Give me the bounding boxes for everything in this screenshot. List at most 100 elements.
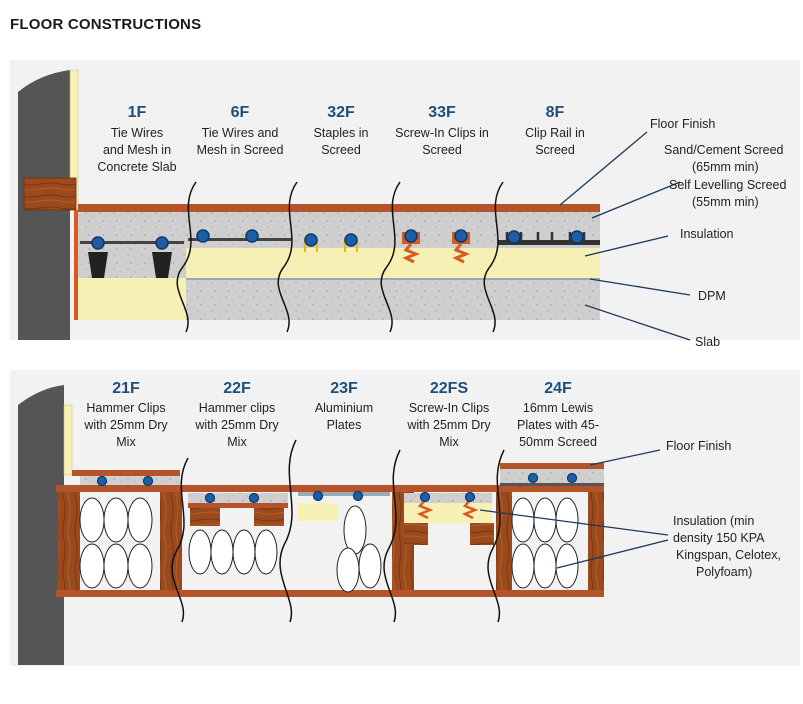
desc-32f-line2: Screed	[321, 143, 361, 157]
top-dpm-layer	[78, 278, 600, 280]
top-label-self-levelling-line1: Self Levelling Screed	[669, 178, 786, 192]
bottom-base-rail	[56, 590, 604, 597]
desc-6f-line2: Mesh in Screed	[197, 143, 284, 157]
desc-23f-line1: Aluminium	[315, 401, 373, 415]
desc-8f-line1: Clip Rail in	[525, 126, 585, 140]
bottom-label-insulation-line2: density 150 KPA	[673, 531, 765, 545]
desc-24f-line2: Plates with 45-	[517, 418, 599, 432]
bottom-top-rail	[56, 485, 604, 492]
bottom-label-insulation-line3: Kingspan, Celotex,	[676, 548, 781, 562]
bottom-construction-24f: 24F 16mm Lewis Plates with 45- 50mm Scre…	[517, 380, 599, 449]
bottom-22fs-screw-clips	[416, 491, 479, 520]
desc-22f-line3: Mix	[227, 435, 247, 449]
bottom-22f-batten-left	[190, 508, 220, 526]
top-section: 1F Tie Wires and Mesh in Concrete Slab 6…	[10, 60, 800, 349]
bottom-24f-screed	[500, 469, 604, 483]
bottom-23f-plate	[298, 492, 390, 496]
bottom-24f-lewis-plate	[500, 483, 604, 486]
bottom-22f-pipes	[204, 492, 260, 504]
bottom-21f-board	[72, 470, 180, 476]
top-label-dpm: DPM	[698, 289, 726, 303]
bottom-21f-drymix	[80, 476, 180, 485]
top-construction-6f: 6F Tie Wires and Mesh in Screed	[197, 104, 284, 157]
top-1f-chairs	[88, 252, 172, 278]
top-break-lines	[176, 181, 504, 333]
desc-22f-line1: Hammer clips	[199, 401, 275, 415]
bottom-label-floor-finish: Floor Finish	[666, 439, 731, 453]
code-21f: 21F	[112, 380, 140, 397]
code-23f: 23F	[330, 380, 358, 397]
top-1f-mesh	[80, 241, 184, 244]
desc-21f-line1: Hammer Clips	[86, 401, 165, 415]
desc-21f-line3: Mix	[116, 435, 136, 449]
bottom-22fs-insulation-block	[404, 503, 492, 523]
bottom-construction-23f: 23F Aluminium Plates	[315, 380, 373, 432]
code-22f: 22F	[223, 380, 251, 397]
top-label-self-levelling-line2: (55mm min)	[692, 195, 759, 209]
code-33f: 33F	[428, 104, 456, 121]
bottom-21f-pipes	[96, 475, 154, 487]
bottom-label-insulation-line4: Polyfoam)	[696, 565, 752, 579]
desc-32f-line1: Staples in	[314, 126, 369, 140]
desc-33f-line1: Screw-In Clips in	[395, 126, 489, 140]
wall-top	[18, 69, 80, 340]
code-22fs: 22FS	[430, 380, 469, 397]
desc-23f-line2: Plates	[327, 418, 362, 432]
desc-33f-line2: Screed	[422, 143, 462, 157]
code-1f: 1F	[128, 104, 147, 121]
desc-22fs-line3: Mix	[439, 435, 459, 449]
bottom-22fs-batten-left	[404, 523, 428, 545]
top-33f-screw-clips	[402, 229, 471, 264]
bottom-section: 21F Hammer Clips with 25mm Dry Mix 22F H…	[10, 370, 800, 666]
bottom-23f-insulation-block	[298, 503, 338, 521]
bottom-24f-floor-finish	[500, 463, 604, 469]
bottom-22fs-batten-right	[470, 523, 494, 545]
desc-1f-line3: Concrete Slab	[97, 160, 176, 174]
code-6f: 6F	[231, 104, 250, 121]
bottom-construction-21f: 21F Hammer Clips with 25mm Dry Mix	[83, 380, 168, 449]
bottom-insulation-batts	[79, 497, 579, 593]
bottom-22fs-drymix	[404, 493, 492, 503]
top-1f-insulation	[78, 278, 186, 320]
bottom-label-insulation-line1: Insulation (min	[673, 514, 754, 528]
desc-22fs-line2: with 25mm Dry	[406, 418, 491, 432]
desc-6f-line1: Tie Wires and	[202, 126, 279, 140]
desc-21f-line2: with 25mm Dry	[83, 418, 168, 432]
bottom-construction-22fs: 22FS Screw-In Clips with 25mm Dry Mix	[406, 380, 491, 449]
top-label-floor-finish: Floor Finish	[650, 117, 715, 131]
top-label-screed-line2: (65mm min)	[692, 160, 759, 174]
page-title: FLOOR CONSTRUCTIONS	[10, 16, 202, 33]
desc-24f-line3: 50mm Screed	[519, 435, 597, 449]
top-6f-mesh	[188, 238, 292, 241]
bottom-23f-pipes	[312, 490, 364, 502]
top-6f-pipes	[196, 229, 259, 243]
wall-bottom	[18, 385, 73, 665]
bottom-construction-22f: 22F Hammer clips with 25mm Dry Mix	[194, 380, 279, 449]
top-1f-pipes	[91, 236, 169, 250]
desc-24f-line1: 16mm Lewis	[523, 401, 593, 415]
top-floor-finish	[78, 204, 600, 212]
code-8f: 8F	[546, 104, 565, 121]
top-leader-lines	[559, 131, 691, 341]
bottom-leader-lines	[479, 449, 669, 569]
top-8f-clip-rail	[498, 230, 600, 245]
code-24f: 24F	[544, 380, 572, 397]
bottom-22f-drymix	[188, 493, 288, 503]
top-32f-staples	[304, 233, 358, 252]
top-label-insulation: Insulation	[680, 227, 734, 241]
code-32f: 32F	[327, 104, 355, 121]
desc-22f-line2: with 25mm Dry	[194, 418, 279, 432]
top-construction-33f: 33F Screw-In Clips in Screed	[395, 104, 489, 157]
bottom-22f-batten-right	[254, 508, 284, 526]
desc-1f-line1: Tie Wires	[111, 126, 163, 140]
bottom-break-lines	[171, 439, 505, 623]
top-construction-32f: 32F Staples in Screed	[314, 104, 369, 157]
bottom-22f-board	[188, 503, 288, 508]
top-construction-1f: 1F Tie Wires and Mesh in Concrete Slab	[97, 104, 176, 174]
top-label-screed-line1: Sand/Cement Screed	[664, 143, 784, 157]
top-construction-8f: 8F Clip Rail in Screed	[525, 104, 585, 157]
top-label-slab: Slab	[695, 335, 720, 349]
bottom-24f-pipes	[527, 472, 578, 484]
desc-22fs-line1: Screw-In Clips	[409, 401, 490, 415]
